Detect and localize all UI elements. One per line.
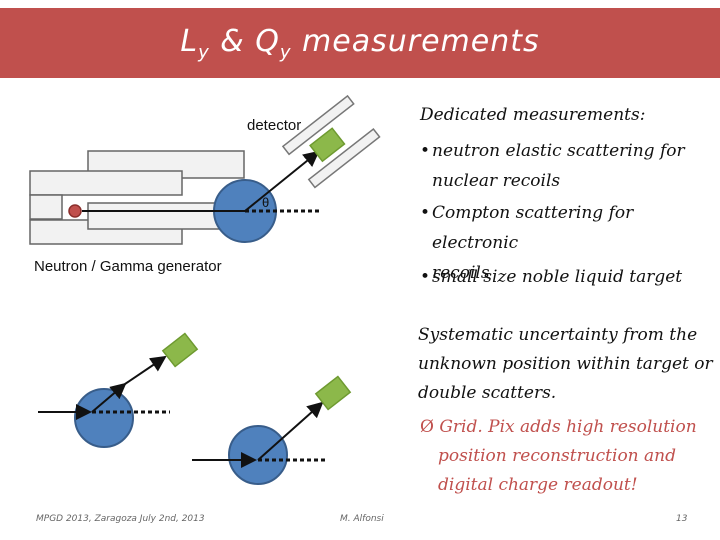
systematic-text: Systematic uncertainty from the unknown … <box>418 321 713 408</box>
detector-shield-upper <box>281 94 355 156</box>
source-point <box>68 204 82 218</box>
arrow-bullet-icon: Ø <box>420 417 434 437</box>
slide-title: Ly & Qy measurements <box>180 24 540 63</box>
systematic-line-1: Systematic uncertainty from the <box>418 325 698 345</box>
bullet-dot: • <box>420 141 431 161</box>
bullet-dot: • <box>420 203 431 223</box>
generator-body <box>29 170 183 196</box>
detector-box-3 <box>314 375 352 411</box>
target-cell-3 <box>228 425 288 485</box>
scatter-track-2a <box>91 382 127 413</box>
theta-label: θ <box>262 195 270 210</box>
bullet-target-line1: small size noble liquid target <box>432 267 683 287</box>
bullet-compton: • Compton scattering for electronic reco… <box>420 198 720 288</box>
bullet-neutron-line2: nuclear recoils <box>432 171 561 191</box>
scatter-track-2b <box>124 355 167 385</box>
gridpix-line-2: position reconstruction and <box>438 446 676 466</box>
bullet-target: • small size noble liquid target <box>420 262 683 292</box>
title-banner <box>0 8 720 78</box>
gridpix-line-3: digital charge readout! <box>438 475 638 495</box>
footer-page-number: 13 <box>676 514 688 524</box>
gridpix-text: Ø Grid. Pix adds high resolution positio… <box>420 413 697 500</box>
footer-event: MPGD 2013, Zaragoza July 2nd, 2013 <box>36 514 205 524</box>
detector-box-2 <box>161 332 199 368</box>
generator-slot <box>29 194 63 220</box>
generator-label: Neutron / Gamma generator <box>34 258 222 275</box>
bullet-compton-line1: Compton scattering for electronic <box>432 203 634 253</box>
detector-shield-lower <box>307 127 381 189</box>
systematic-line-3: double scatters. <box>418 383 557 403</box>
bullet-neutron-line1: neutron elastic scattering for <box>432 141 685 161</box>
bullet-compton-line2: recoils <box>432 263 490 283</box>
gridpix-line-1: Ø Grid. Pix adds high resolution <box>420 417 697 437</box>
target-cell-2 <box>74 388 134 448</box>
scattered-track <box>244 150 320 212</box>
bullet-dot: • <box>420 267 431 287</box>
footer-author: M. Alfonsi <box>340 514 384 524</box>
detector-label: detector <box>247 117 302 134</box>
scatter-track-3 <box>257 401 324 461</box>
detector-box <box>309 127 346 163</box>
bullet-neutron: • neutron elastic scattering for nuclear… <box>420 136 685 196</box>
measurements-heading: Dedicated measurements: <box>420 105 646 125</box>
systematic-line-2: unknown position within target or <box>418 354 713 374</box>
